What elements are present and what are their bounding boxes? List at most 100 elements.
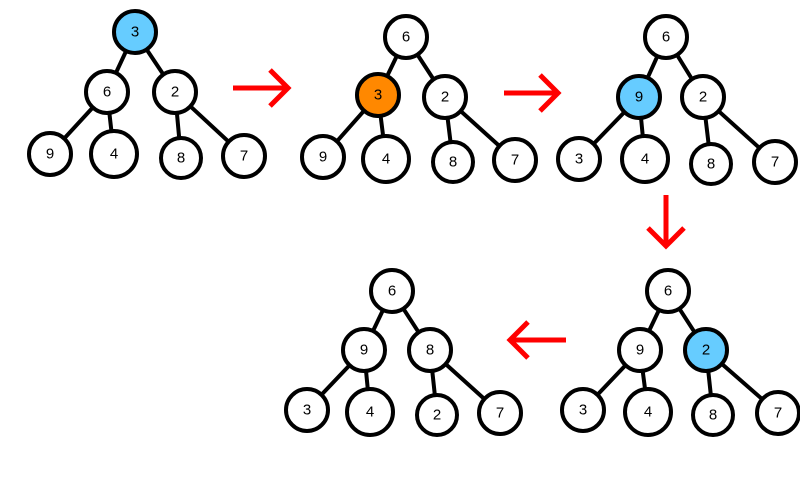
node-label: 9 <box>360 342 368 359</box>
node-label: 8 <box>449 154 457 171</box>
node-label: 7 <box>496 405 504 422</box>
tree-node: 4 <box>89 129 139 179</box>
node-label: 4 <box>644 404 652 421</box>
arrow-left-icon <box>506 320 566 360</box>
node-circle <box>383 14 429 60</box>
node-label: 8 <box>707 156 715 173</box>
tree-node: 2 <box>680 74 726 120</box>
tree-edge <box>364 368 370 392</box>
node-label: 6 <box>388 283 396 300</box>
tree-node: 6 <box>369 268 415 314</box>
node-circle <box>361 134 411 184</box>
node-circle <box>616 74 662 120</box>
node-circle <box>431 140 475 184</box>
node-circle <box>300 134 346 180</box>
edges-layer <box>62 47 765 402</box>
node-circle <box>691 393 735 437</box>
node-label: 9 <box>319 149 327 166</box>
node-circle <box>689 142 733 186</box>
node-label: 8 <box>426 342 434 359</box>
tree-node: 7 <box>755 390 800 436</box>
tree-edge <box>677 306 697 335</box>
tree-edge <box>113 49 129 75</box>
node-label: 8 <box>709 407 717 424</box>
tree-node: 3 <box>556 136 602 182</box>
tree-edge <box>640 368 648 392</box>
node-circle <box>284 387 330 433</box>
tree-edge <box>445 115 453 145</box>
tree-node: 4 <box>623 387 673 437</box>
node-label: 6 <box>402 29 410 46</box>
tree-edge <box>443 362 487 401</box>
tree-node: 7 <box>752 139 798 185</box>
tree-node: 6 <box>645 268 691 314</box>
tree-node: 8 <box>159 136 203 180</box>
tree-node: 6 <box>383 14 429 60</box>
node-circle <box>341 327 387 373</box>
tree-edge <box>144 47 166 77</box>
tree-edge <box>401 306 421 335</box>
arrows-layer <box>233 68 686 360</box>
node-circle <box>112 9 158 55</box>
node-circle <box>369 268 415 314</box>
tree-node: 7 <box>477 390 523 436</box>
tree-node: 2 <box>415 393 459 437</box>
node-circle <box>623 387 673 437</box>
tree-edge <box>174 110 182 141</box>
node-label: 6 <box>662 29 670 46</box>
tree-node: 9 <box>617 327 663 373</box>
node-circle <box>492 137 538 183</box>
tree-edge <box>639 115 645 139</box>
node-circle <box>752 139 798 185</box>
tree-edge <box>703 115 711 147</box>
arrow-head <box>646 226 686 250</box>
tree-node: 8 <box>689 142 733 186</box>
node-circle <box>89 129 139 179</box>
node-label: 3 <box>575 151 583 168</box>
node-label: 7 <box>771 154 779 171</box>
tree-edge <box>378 113 386 139</box>
node-circle <box>683 327 729 373</box>
tree-edge <box>371 307 385 334</box>
tree-edge <box>319 363 352 397</box>
node-circle <box>556 136 602 182</box>
tree-node: 4 <box>361 134 411 184</box>
node-circle <box>84 69 130 115</box>
tree-node: 7 <box>221 133 267 179</box>
node-circle <box>643 14 689 60</box>
tree-node: 8 <box>691 393 735 437</box>
node-label: 9 <box>635 89 643 106</box>
node-circle <box>620 134 670 184</box>
tree-node: 3 <box>560 387 606 433</box>
tree-node: 2 <box>683 327 729 373</box>
node-label: 4 <box>382 151 390 168</box>
node-label: 9 <box>636 342 644 359</box>
node-label: 3 <box>374 87 382 104</box>
node-label: 2 <box>433 407 441 424</box>
tree-node: 4 <box>345 387 395 437</box>
node-label: 2 <box>699 89 707 106</box>
arrow-head <box>268 68 292 108</box>
tree-edge <box>107 110 114 134</box>
tree-edge <box>647 307 661 334</box>
node-circle <box>415 393 459 437</box>
tree-edge <box>334 108 367 144</box>
node-label: 3 <box>303 402 311 419</box>
tree-edge <box>385 53 399 79</box>
node-label: 6 <box>103 84 111 101</box>
tree-node: 2 <box>422 74 468 120</box>
tree-node: 9 <box>616 74 662 120</box>
node-label: 9 <box>46 146 54 163</box>
tree-node: 3 <box>112 9 158 55</box>
node-label: 4 <box>366 404 374 421</box>
node-label: 8 <box>177 150 185 167</box>
tree-node: 6 <box>643 14 689 60</box>
node-label: 2 <box>702 342 710 359</box>
node-label: 3 <box>131 24 139 41</box>
node-circle <box>680 74 726 120</box>
tree-edge <box>719 361 765 402</box>
node-circle <box>755 390 800 436</box>
